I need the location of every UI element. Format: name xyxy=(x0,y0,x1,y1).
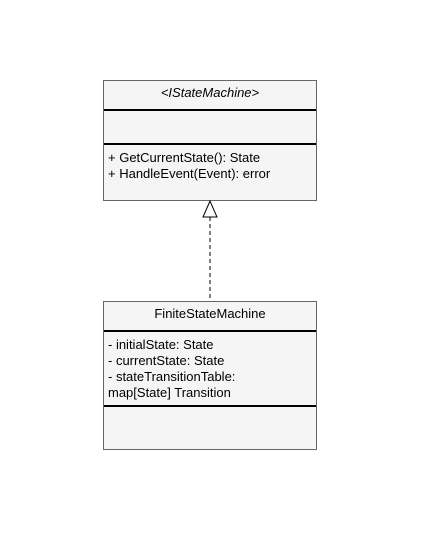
implementation-methods-section xyxy=(104,405,316,439)
implementation-attributes-section: - initialState: State - currentState: St… xyxy=(104,330,316,405)
implementation-attribute: - initialState: State xyxy=(108,337,214,352)
interface-method: + HandleEvent(Event): error xyxy=(108,166,271,181)
implementation-attribute: - currentState: State xyxy=(108,353,225,368)
interface-methods-section: + GetCurrentState(): State + HandleEvent… xyxy=(104,143,316,186)
implementation-attribute: - stateTransitionTable: xyxy=(108,369,236,384)
implementation-attribute: map[State] Transition xyxy=(108,385,231,400)
interface-class-name: <IStateMachine> xyxy=(160,85,260,100)
interface-attributes-section xyxy=(104,109,316,143)
interface-method: + GetCurrentState(): State xyxy=(108,150,261,165)
interface-class-box[interactable]: <IStateMachine> + GetCurrentState(): Sta… xyxy=(103,80,317,201)
implementation-class-name: FiniteStateMachine xyxy=(154,306,266,321)
realization-arrowhead xyxy=(202,199,218,218)
implementation-class-box[interactable]: FiniteStateMachine - initialState: State… xyxy=(103,301,317,450)
